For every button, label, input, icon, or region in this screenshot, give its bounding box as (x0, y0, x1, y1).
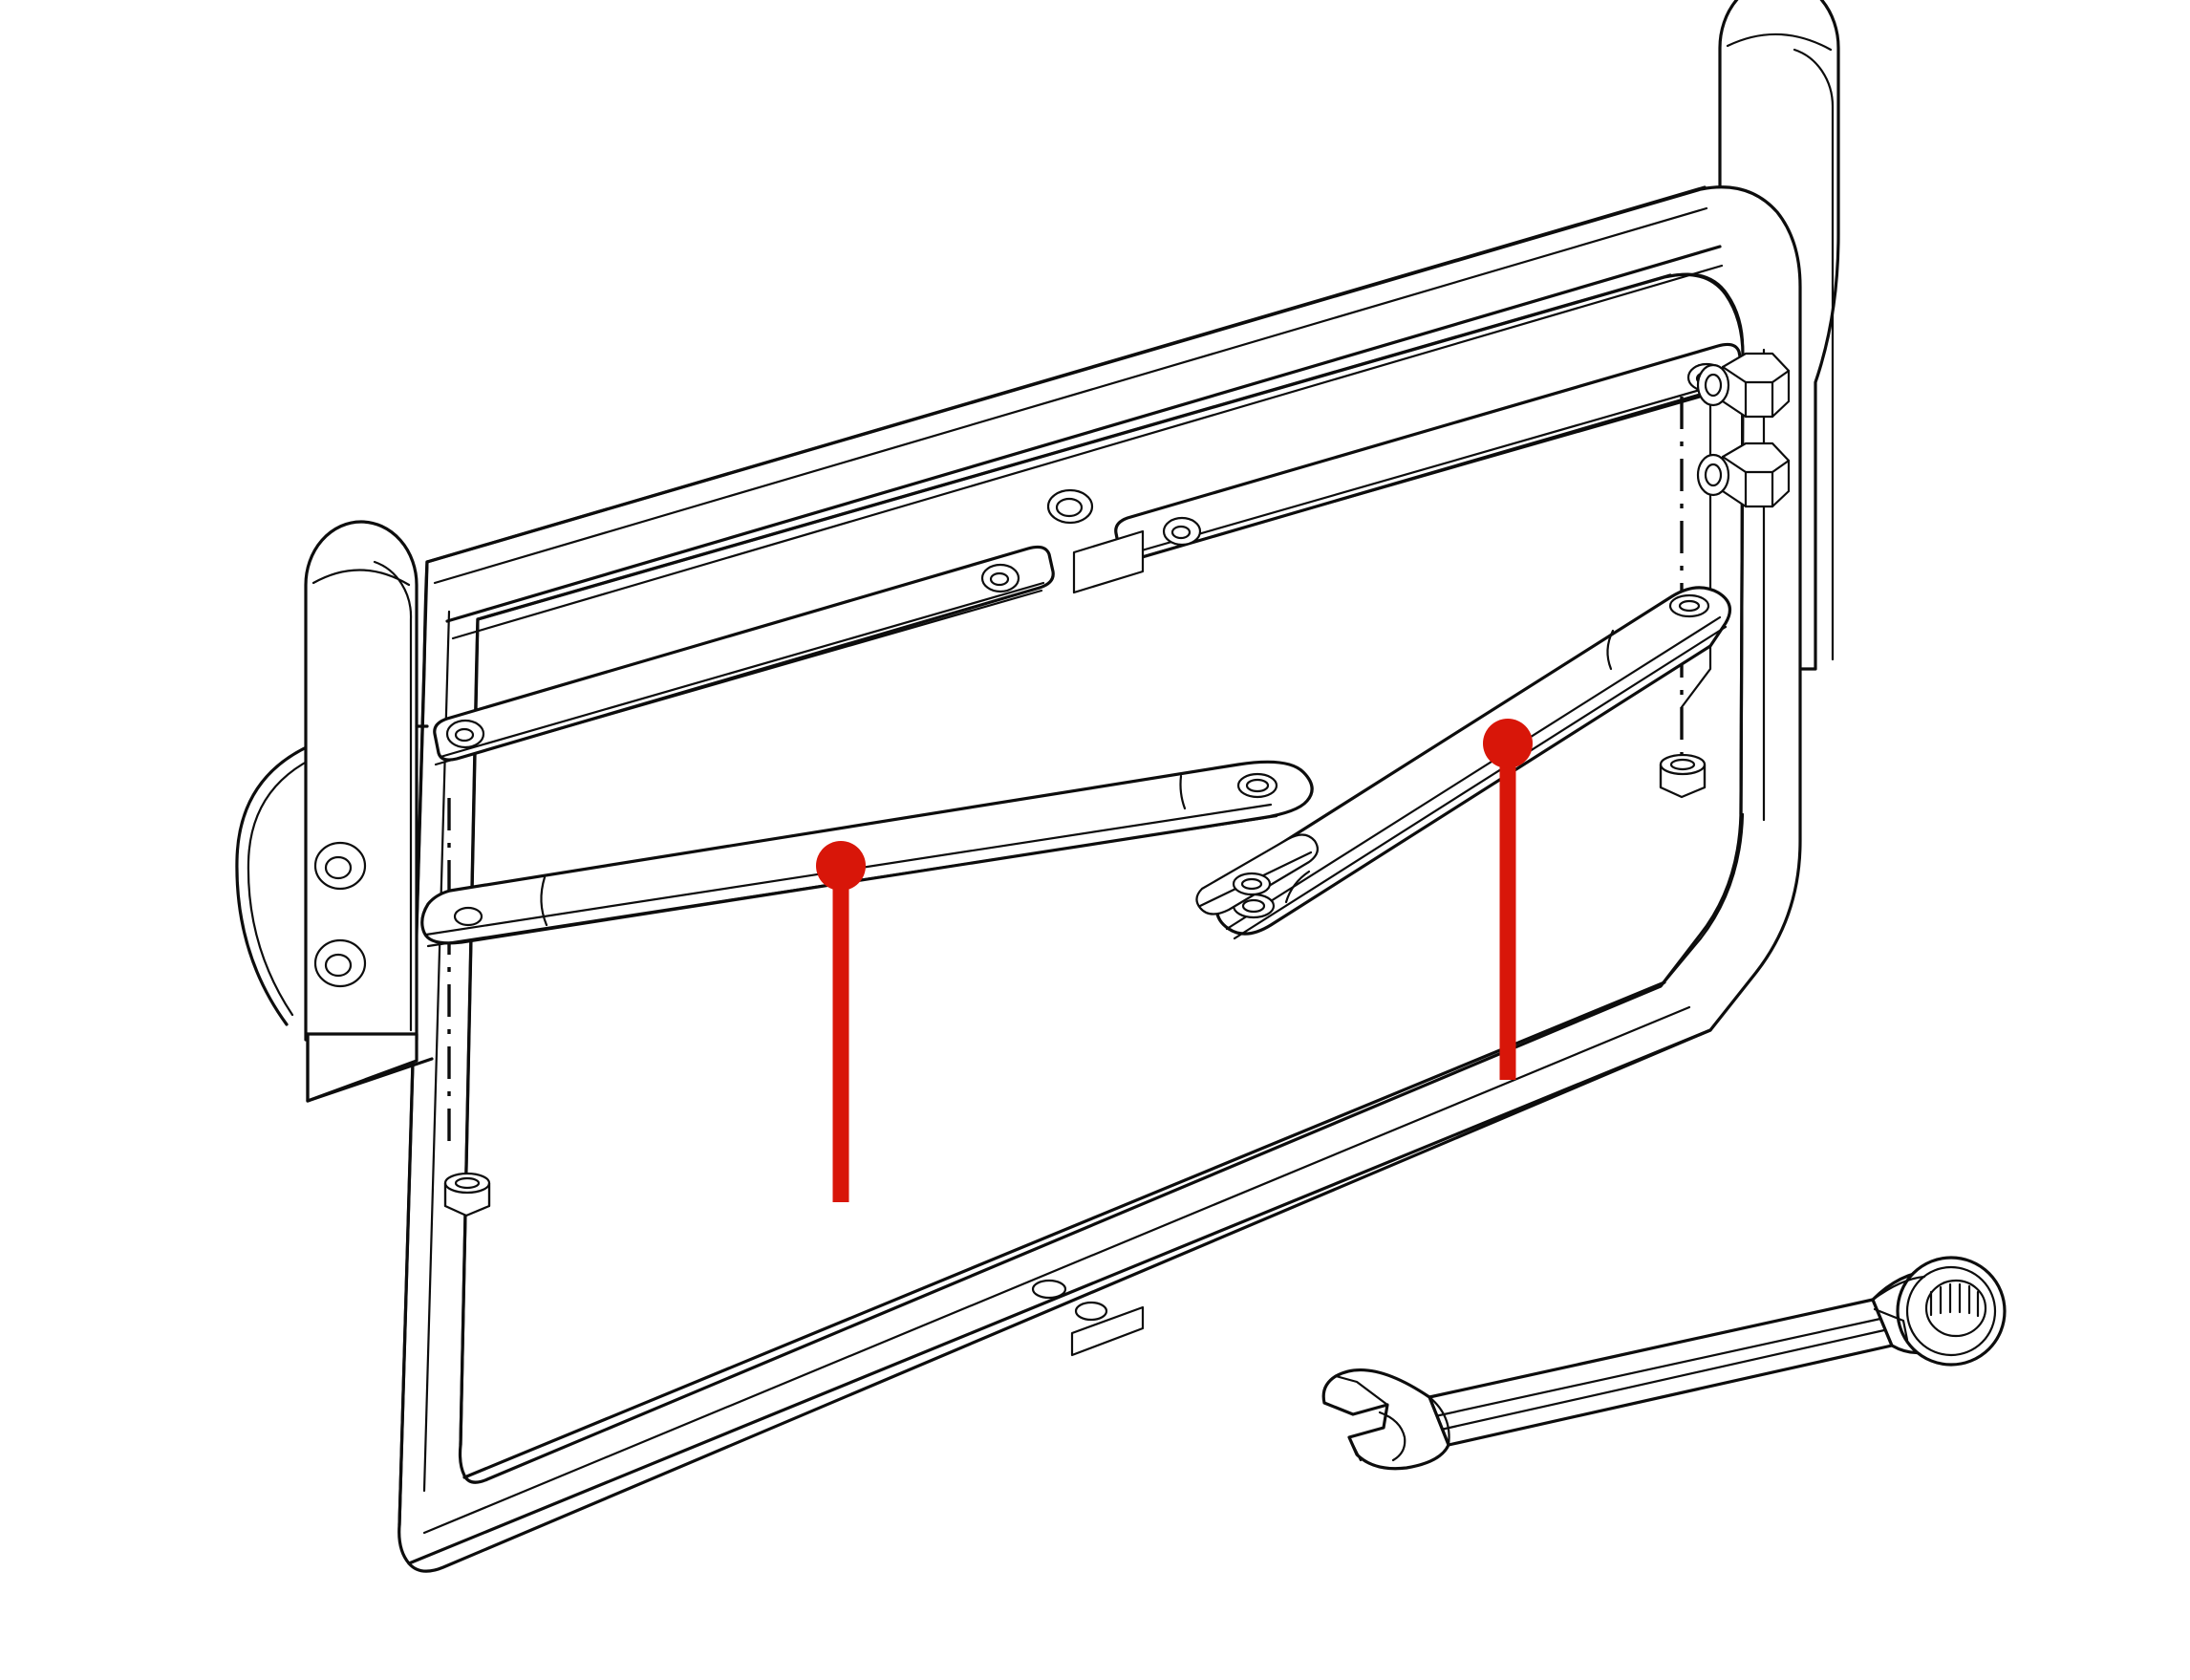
marker-right-brace (1483, 719, 1533, 1080)
top-rail-strap-left (433, 545, 1055, 766)
wrench-open-end (1321, 1368, 1450, 1471)
rail-grommet-ring (1046, 488, 1094, 525)
top-rail-tab (1072, 529, 1145, 594)
hex-nut-lower-right (1696, 442, 1791, 508)
hex-nut-mid-right (1659, 753, 1707, 799)
strap-rivet-left (445, 719, 485, 749)
wrench-ring-end (1871, 1256, 2007, 1367)
strap-rivet-mid (980, 563, 1020, 593)
bottom-rail-tab (1070, 1305, 1145, 1357)
brace-pad-tab (1195, 833, 1320, 915)
bottom-rail-holes (1031, 1279, 1108, 1322)
marker-left-brace (816, 841, 866, 1202)
wrench (1321, 1256, 2007, 1471)
marker-right-brace-head (1483, 719, 1533, 768)
strap-rivet-right (1162, 516, 1202, 547)
bolt-hole-left-upper (313, 841, 367, 891)
hex-nut-lower-left (443, 1172, 491, 1217)
bolt-hole-left-lower (313, 938, 367, 988)
callout-markers (816, 719, 1533, 1202)
hex-nut-upper-right (1696, 352, 1791, 419)
marker-left-brace-head (816, 841, 866, 891)
left-mount-post (235, 520, 434, 1103)
